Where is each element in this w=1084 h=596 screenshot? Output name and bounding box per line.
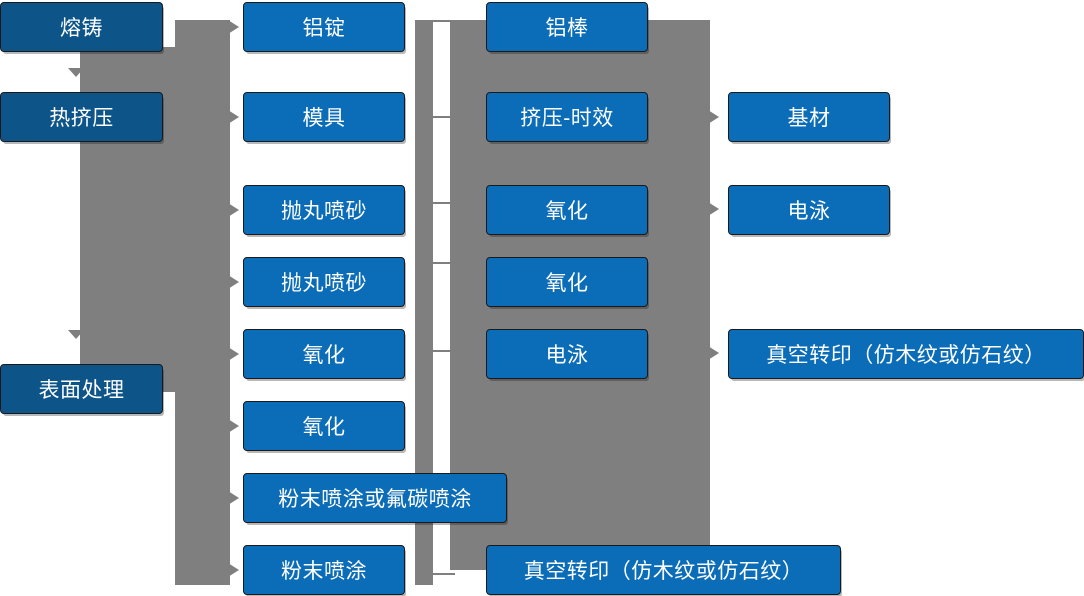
right-arrow-row-2 — [708, 110, 719, 124]
stage-box-label: 热挤压 — [49, 107, 114, 130]
step-box-oxidation-1[interactable]: 氧化 — [243, 329, 405, 379]
step-box-label: 抛丸喷砂 — [281, 272, 367, 295]
middle-rail-stem-row-2 — [433, 116, 455, 118]
step-box-shot-blasting-1[interactable]: 抛丸喷砂 — [243, 185, 405, 235]
step-box-label: 氧化 — [302, 344, 346, 367]
stage-box-label: 熔铸 — [60, 17, 103, 40]
product-box-electrophoresis[interactable]: 电泳 — [728, 185, 890, 235]
step-box-label: 粉末喷涂或氟碳喷涂 — [278, 488, 472, 511]
stage-box-hot-extrusion[interactable]: 热挤压 — [0, 92, 163, 142]
middle-rail-stem-row-8 — [433, 573, 455, 575]
down-arrow-tick-1 — [68, 68, 84, 77]
left-arrow-row-1 — [228, 20, 239, 34]
treatment-box-label: 真空转印（仿木纹或仿石纹） — [523, 560, 804, 583]
step-box-oxidation-2[interactable]: 氧化 — [243, 401, 405, 451]
stage-box-surface-treatment[interactable]: 表面处理 — [0, 364, 163, 414]
left-arrow-row-6 — [228, 419, 239, 433]
left-arrow-row-3 — [228, 203, 239, 217]
middle-rail-vertical — [415, 20, 433, 585]
treatment-box-label: 氧化 — [545, 200, 589, 223]
right-arrow-row-5 — [708, 346, 719, 360]
stage-box-melt-casting[interactable]: 熔铸 — [0, 2, 163, 52]
middle-rail-stem-row-4 — [433, 262, 455, 264]
treatment-box-extrusion-aging[interactable]: 挤压-时效 — [486, 92, 648, 142]
step-box-powder-coating[interactable]: 粉末喷涂 — [243, 545, 405, 595]
treatment-box-oxidation-2[interactable]: 氧化 — [486, 257, 648, 307]
product-box-label: 电泳 — [787, 200, 831, 223]
stage-box-label: 表面处理 — [38, 379, 125, 402]
middle-rail-stem-row-3 — [433, 202, 455, 204]
step-box-label: 铝锭 — [302, 17, 346, 40]
treatment-box-label: 电泳 — [545, 344, 589, 367]
product-box-label: 基材 — [787, 107, 831, 130]
step-box-powder-or-fluorocarbon-coating[interactable]: 粉末喷涂或氟碳喷涂 — [243, 473, 507, 523]
treatment-box-label: 氧化 — [545, 272, 589, 295]
treatment-box-aluminum-bar[interactable]: 铝棒 — [486, 2, 648, 52]
middle-rail-stem-row-1 — [433, 20, 455, 22]
step-box-label: 抛丸喷砂 — [281, 200, 367, 223]
treatment-box-oxidation-1[interactable]: 氧化 — [486, 185, 648, 235]
middle-rail-stem-row-5 — [433, 350, 455, 352]
down-arrow-tick-2 — [68, 330, 84, 339]
product-box-base-material[interactable]: 基材 — [728, 92, 890, 142]
step-box-mold[interactable]: 模具 — [243, 92, 405, 142]
step-box-shot-blasting-2[interactable]: 抛丸喷砂 — [243, 257, 405, 307]
treatment-box-label: 挤压-时效 — [520, 107, 614, 130]
treatment-box-electrophoresis[interactable]: 电泳 — [486, 329, 648, 379]
step-box-label: 粉末喷涂 — [281, 560, 367, 583]
product-box-label: 真空转印（仿木纹或仿石纹） — [766, 344, 1046, 367]
product-box-vacuum-transfer-printing[interactable]: 真空转印（仿木纹或仿石纹） — [728, 329, 1084, 379]
left-arrow-row-2 — [228, 110, 239, 124]
left-arrow-row-5 — [228, 347, 239, 361]
step-box-label: 氧化 — [302, 416, 346, 439]
right-arrow-row-3 — [708, 202, 719, 216]
left-arrow-row-8 — [228, 563, 239, 577]
treatment-box-label: 铝棒 — [545, 17, 589, 40]
surface-treatment-connector — [163, 389, 193, 391]
treatment-box-vacuum-transfer-printing[interactable]: 真空转印（仿木纹或仿石纹） — [486, 545, 841, 595]
step-box-aluminum-ingot[interactable]: 铝锭 — [243, 2, 405, 52]
step-box-label: 模具 — [302, 107, 346, 130]
left-arrow-row-7 — [228, 491, 239, 505]
left-arrow-row-4 — [228, 275, 239, 289]
